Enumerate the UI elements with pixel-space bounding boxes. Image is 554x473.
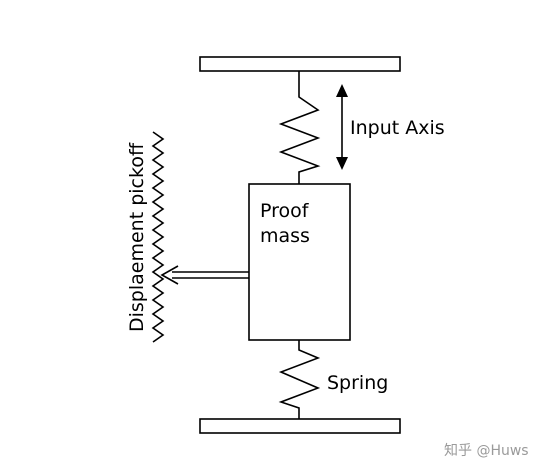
displacement-pickoff-scale: [151, 131, 165, 343]
lower-spring: [278, 340, 321, 419]
upper-spring: [278, 71, 321, 184]
proof-mass-label-line1: Proof: [260, 200, 310, 222]
spring-label: Spring: [327, 372, 388, 394]
input-axis-label: Input Axis: [350, 117, 445, 139]
input-axis-arrow: [336, 84, 348, 170]
displacement-pickoff-label: Displaement pickoff: [126, 142, 148, 332]
watermark-text: 知乎 @Huws: [444, 442, 529, 459]
bottom-plate: [199, 418, 401, 434]
pickoff-arrow: [160, 265, 249, 285]
proof-mass-label-line2: mass: [260, 225, 310, 247]
top-plate: [199, 56, 401, 72]
